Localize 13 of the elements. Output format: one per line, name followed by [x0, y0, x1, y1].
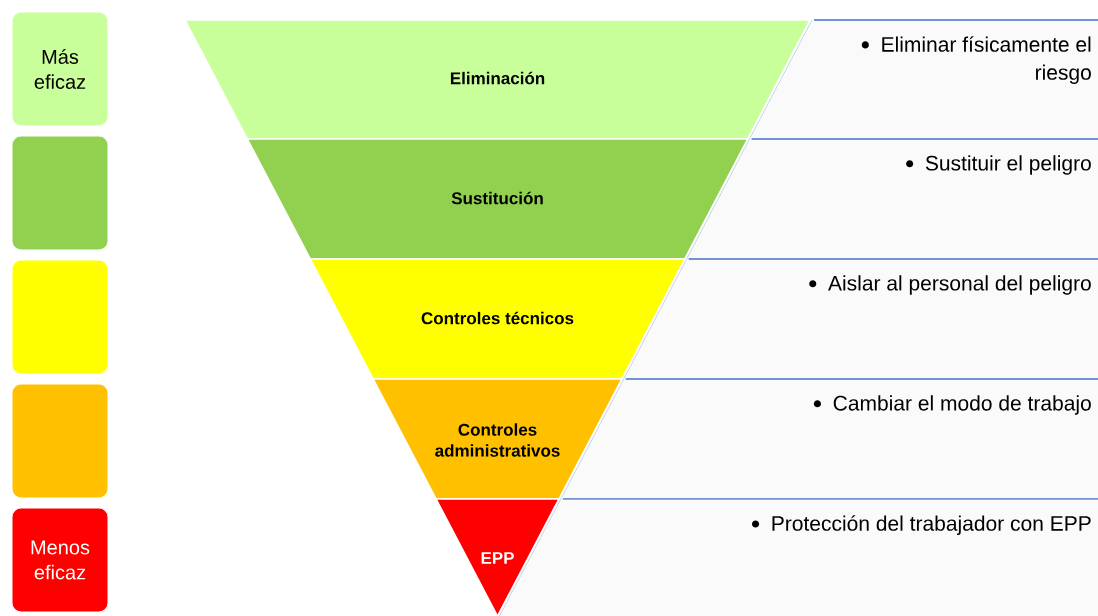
- bullet-text: Aislar al personal del peligro: [809, 275, 1091, 295]
- pyramid-band: Controles administrativos: [372, 378, 623, 500]
- scale-box: Menos eficaz: [11, 507, 109, 613]
- scale-box: Más eficaz: [11, 11, 109, 127]
- bullet-text: Eliminar físicamente el riesgo: [861, 36, 1091, 84]
- color-box: [11, 259, 109, 375]
- color-box: [11, 383, 109, 499]
- pyramid-band: Sustitución: [246, 138, 749, 260]
- bullet-text: Sustituir el peligro: [906, 155, 1091, 175]
- pyramid-band: Controles técnicos: [309, 258, 686, 380]
- bullet-text: Protección del trabajador con EPP: [752, 515, 1091, 536]
- bullet-text: Cambiar el modo de trabajo: [813, 395, 1091, 415]
- color-box: [11, 135, 109, 251]
